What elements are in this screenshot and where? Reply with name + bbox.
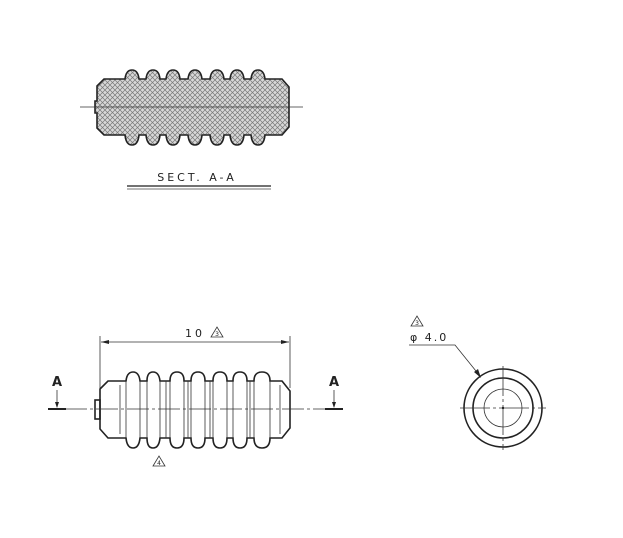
section-mark-right: A [325,375,343,410]
svg-text:3: 3 [215,331,219,338]
note-marker-triangle: 4 [152,455,166,467]
note-marker-triangle: 3 [410,315,424,327]
front-view: 10 3 4 A A [48,326,343,467]
svg-text:A: A [52,375,62,390]
section-mark-left: A [48,375,66,410]
dimension-arrow-left [101,340,109,344]
svg-text:A: A [329,375,339,390]
section-label: SECT. A-A [157,171,237,184]
svg-text:4: 4 [157,460,161,467]
length-dimension: 10 [185,327,205,340]
section-hatched-body [94,69,290,146]
leader-line [409,344,481,377]
bellows-outline [99,371,291,449]
end-nub [94,399,101,420]
end-view: 3 φ 4.0 [409,315,546,450]
diameter-dimension: φ 4.0 [410,331,448,344]
note-marker-triangle: 3 [210,326,224,338]
dimension-arrow-right [281,340,289,344]
rib-lines [119,381,281,438]
section-view: SECT. A-A [80,69,303,190]
svg-text:3: 3 [415,320,419,327]
leader-arrow [474,369,481,378]
